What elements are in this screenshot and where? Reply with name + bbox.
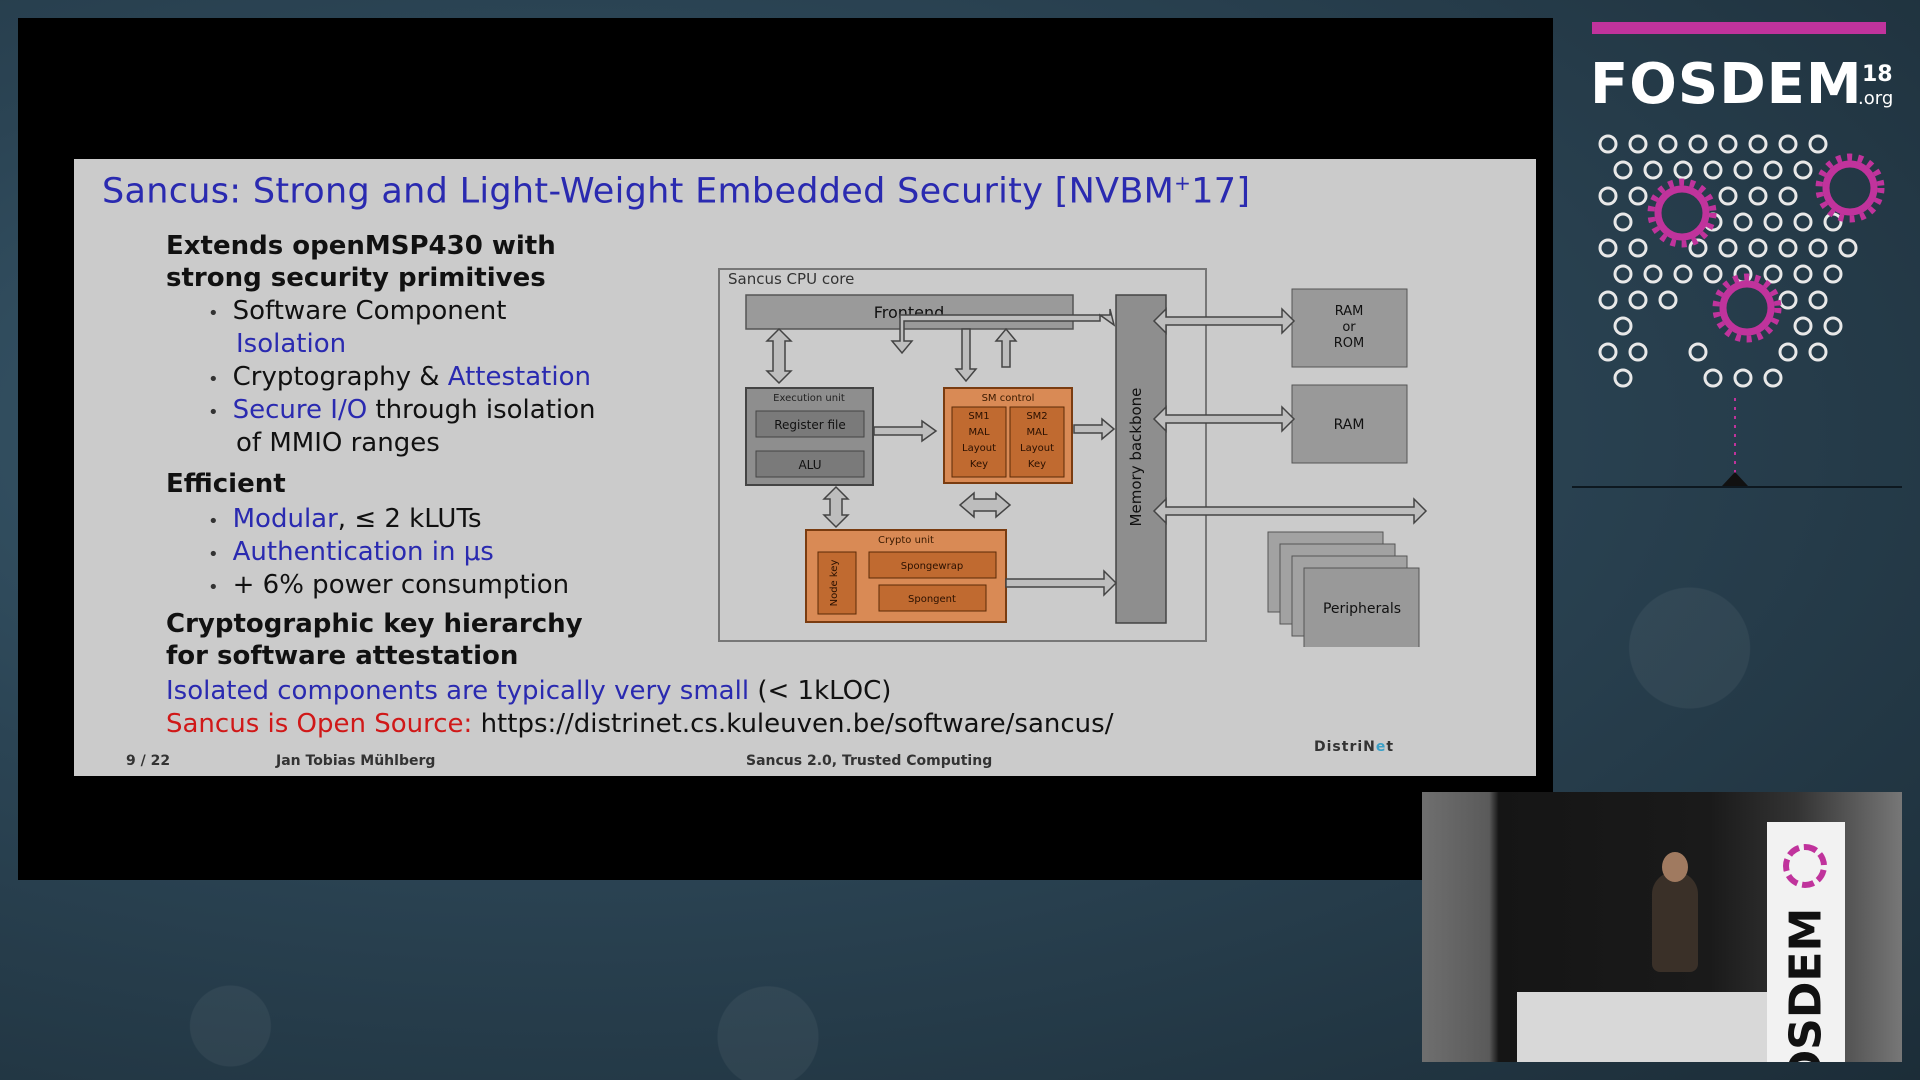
- bullet-item: •Cryptography & Attestation: [208, 362, 591, 392]
- slide: Sancus: Strong and Light-Weight Embedded…: [74, 159, 1536, 776]
- sm2-label: SM2: [1026, 411, 1047, 422]
- spongewrap-block: [868, 551, 997, 579]
- diagram-arrows: [765, 307, 1428, 597]
- ram-or-rom-label-2: or: [1342, 320, 1356, 335]
- video-frame: Sancus: Strong and Light-Weight Embedded…: [18, 18, 1553, 880]
- sidebar-divider: [1572, 486, 1902, 488]
- cpu-core-label: Sancus CPU core: [728, 270, 854, 288]
- fosdem-org: .org: [1858, 88, 1894, 109]
- sm1-label: SM1: [968, 411, 989, 422]
- ram-or-rom-label-3: ROM: [1334, 336, 1364, 351]
- fosdem-logo: FOSDEM: [1590, 52, 1863, 117]
- footer-page: 9 / 22: [126, 753, 171, 769]
- memory-backbone-label: Memory backbone: [1127, 388, 1145, 527]
- node-key-label: Node key: [829, 560, 840, 607]
- architecture-diagram-svg: Sancus CPU core Frontend Execution unit …: [718, 268, 1428, 649]
- alu-label: ALU: [798, 458, 821, 472]
- architecture-diagram: Sancus CPU core Frontend Execution unit …: [714, 267, 1464, 649]
- bullet-item-cont: of MMIO ranges: [236, 428, 440, 458]
- isolated-components-line: Isolated components are typically very s…: [166, 676, 892, 706]
- sm2-mal: MAL: [1026, 427, 1047, 438]
- heading-extends: Extends openMSP430 with: [166, 231, 556, 261]
- distrinet-logo: DistriNet: [1314, 739, 1395, 755]
- cpu-core-box: [718, 268, 1207, 642]
- speaker-camera-feed: OSDEM: [1422, 792, 1902, 1062]
- sm-control-label: SM control: [982, 393, 1035, 404]
- sm1-block: [951, 406, 1007, 478]
- frontend-block: [745, 294, 1074, 330]
- execution-unit-label: Execution unit: [773, 393, 845, 404]
- bullet-item: •Secure I/O through isolation: [208, 395, 596, 425]
- sm1-key: Key: [970, 459, 988, 470]
- peripherals-label: Peripherals: [1323, 601, 1401, 617]
- memory-backbone-block: [1115, 294, 1167, 624]
- register-file-block: [755, 410, 865, 438]
- heading-crypto-2: for software attestation: [166, 641, 519, 671]
- fosdem-year: 18: [1862, 62, 1893, 87]
- banner-text: OSDEM: [1780, 907, 1832, 1062]
- fosdem-accent-bar: [1592, 22, 1886, 34]
- bullet-item: •Authentication in μs: [208, 537, 494, 567]
- speaker-head: [1662, 852, 1688, 882]
- spongewrap-label: Spongewrap: [901, 561, 963, 572]
- node-key-block: [817, 551, 857, 615]
- heading-extends-2: strong security primitives: [166, 263, 546, 293]
- spongent-label: Spongent: [908, 594, 956, 605]
- ram-or-rom-block: [1291, 288, 1408, 368]
- sm1-mal: MAL: [968, 427, 989, 438]
- ram-label: RAM: [1334, 417, 1365, 433]
- lectern: [1517, 992, 1767, 1062]
- bullet-item: •Software Component: [208, 296, 507, 326]
- ram-block: [1291, 384, 1408, 464]
- bullet-item-cont: Isolation: [236, 329, 347, 359]
- footer-author: Jan Tobias Mühlberg: [276, 753, 436, 769]
- sm1-layout: Layout: [962, 443, 996, 454]
- bullet-item: •Modular, ≤ 2 kLUTs: [208, 504, 482, 534]
- ram-or-rom-label-1: RAM: [1335, 304, 1364, 319]
- heading-efficient: Efficient: [166, 469, 286, 499]
- crypto-unit-label: Crypto unit: [878, 535, 934, 546]
- fosdem-banner: OSDEM: [1767, 822, 1845, 1062]
- heading-crypto: Cryptographic key hierarchy: [166, 609, 583, 639]
- sm2-block: [1009, 406, 1065, 478]
- gear-pattern-icon: [1592, 128, 1892, 488]
- register-file-label: Register file: [774, 418, 846, 432]
- open-source-line: Sancus is Open Source: https://distrinet…: [166, 709, 1114, 739]
- bullet-item: •+ 6% power consumption: [208, 570, 570, 600]
- footer-talk: Sancus 2.0, Trusted Computing: [746, 753, 993, 769]
- sm2-key: Key: [1028, 459, 1046, 470]
- gear-icon: [1783, 844, 1827, 888]
- speaker-figure: [1652, 872, 1698, 972]
- alu-block: [755, 450, 865, 478]
- sm2-layout: Layout: [1020, 443, 1054, 454]
- spongent-block: [878, 584, 987, 612]
- slide-title: Sancus: Strong and Light-Weight Embedded…: [102, 171, 1251, 212]
- peripherals-block: [1303, 567, 1420, 649]
